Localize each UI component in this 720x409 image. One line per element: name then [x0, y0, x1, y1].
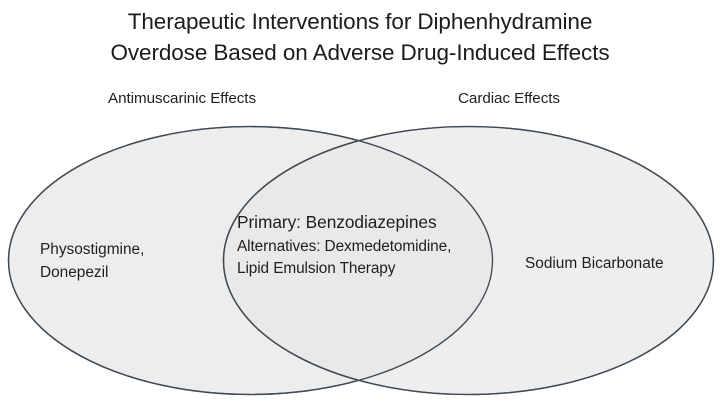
figure-title: Therapeutic Interventions for Diphenhydr…: [0, 6, 720, 68]
intersection-alternative-2: Lipid Emulsion Therapy: [237, 260, 396, 277]
region-text-antimuscarinic-only: Physostigmine, Donepezil: [40, 238, 144, 284]
set-label-antimuscarinic: Antimuscarinic Effects: [108, 90, 257, 107]
title-line-2: Overdose Based on Adverse Drug-Induced E…: [110, 40, 610, 65]
intersection-alternative-1: Alternatives: Dexmedetomidine,: [237, 237, 452, 255]
set-label-cardiac: Cardiac Effects: [458, 90, 560, 107]
antimuscarinic-item-1: Physostigmine,: [40, 241, 145, 258]
intersection-primary: Primary: Benzodiazepines: [237, 212, 437, 232]
region-text-cardiac-only: Sodium Bicarbonate: [525, 252, 664, 275]
ellipse-cardiac-outline: [222, 125, 715, 396]
cardiac-item-1: Sodium Bicarbonate: [525, 255, 664, 272]
ellipse-antimuscarinic-outline: [7, 125, 494, 396]
antimuscarinic-item-2: Donepezil: [40, 264, 109, 281]
region-text-intersection: Primary: Benzodiazepines Alternatives: D…: [237, 211, 451, 281]
title-line-1: Therapeutic Interventions for Diphenhydr…: [127, 9, 593, 34]
